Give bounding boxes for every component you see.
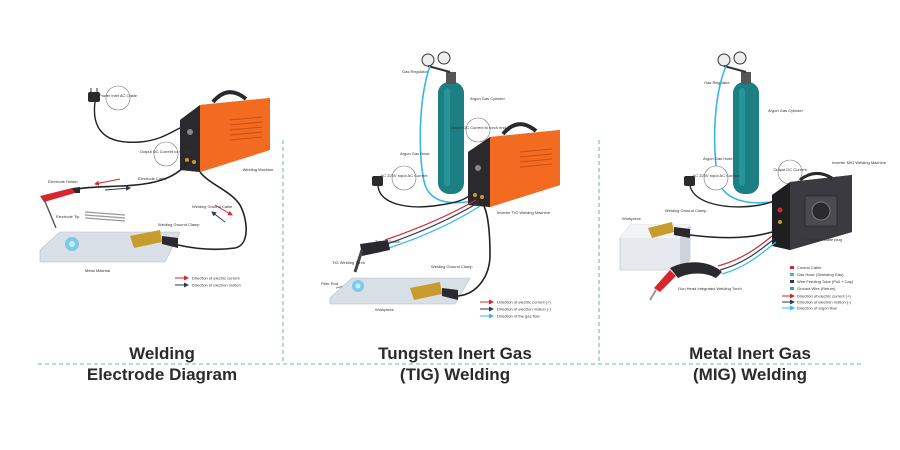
tig-power-cable [377,185,471,208]
panel-tig: Gas Regulator Argon Gas Cylinder Argon G… [321,51,560,319]
mig-workpiece-label: Workpiece [622,216,642,221]
tig-torch-cable-cyan [388,205,481,249]
mig-torch-cable-red [717,235,773,267]
tig-legend: Direction of electric current (+) Direct… [480,299,551,319]
mig-welding-machine [772,172,852,250]
caption-mig-line1: Metal Inert Gas [689,344,811,363]
mig-torch-cable-dark [719,238,775,271]
tig-legend-electron: Direction of electron motion (-) [497,307,551,312]
tig-torch-cable-dark [386,202,479,245]
mig-ground-clamp-label: Welding Ground Clamp [665,208,707,213]
mig-legend-argon: Direction of argon flow [797,306,837,311]
mig-regulator-label: Gas Regulator [704,80,730,85]
caption-tig-line1: Tungsten Inert Gas [378,344,532,363]
mig-legend-current: Direction of electric current (+) [797,294,851,299]
mig-machine-label: Inverter MIG Welding Machine [832,160,887,165]
panel-dividers [38,140,862,365]
tig-gas-hose-label: Argon Gas Hose [400,151,430,156]
ground-clamp [130,230,178,248]
electrode-cable [71,161,189,191]
legend-current: Direction of electric current [192,276,240,281]
mig-ground-clamp [648,222,690,238]
caption-tig-line2: (TIG) Welding [399,365,511,384]
caption-mig: Metal Inert Gas (MIG) Welding [620,343,880,385]
caption-stick-line2: Electrode Diagram [86,365,238,384]
tig-ground-clamp-label: Welding Ground Clamp [431,264,473,269]
stick-legend: Direction of electric current Direction … [175,275,241,288]
tig-dc-callout [465,117,491,143]
mig-gas-regulator [717,51,747,73]
panel-stick: Power Inlet AC Cable Welding Machine Out… [39,85,274,288]
workpiece-label: Metal Material [85,268,110,273]
tig-legend-current: Direction of electric current (+) [497,300,551,305]
mig-power-callout [703,165,729,191]
ground-cable [177,171,247,251]
electrode-holder-label: Electrode Holder [48,179,78,184]
tig-power-plug-icon [372,176,383,186]
caption-mig-line2: (MIG) Welding [693,365,807,384]
tig-ground-cable [457,205,491,297]
tig-power-label: AC 220V Input AC Current [381,173,429,178]
tig-legend-gas: Direction of the gas flow [497,314,540,319]
caption-stick-line1: Welding [129,344,195,363]
tig-torch-label: TIG Welding Torch [332,260,365,265]
ground-cable-label: Welding Ground Cable [192,204,233,209]
spare-electrode-rods [84,211,126,222]
dc-cable-label: Output DC Current to rod end [140,149,192,154]
ground-clamp-label: Welding Ground Clamp [158,222,200,227]
welding-machine-label: Welding Machine [243,167,274,172]
stick-welding-machine [180,90,270,172]
tig-machine-label: Inverter TIG Welding Machine [497,210,551,215]
tig-regulator-label: Gas Regulator [402,69,428,74]
caption-stick: Welding Electrode Diagram [32,343,292,385]
tig-workpiece-label: Workpiece [375,307,395,312]
mig-ground-cable [689,231,773,239]
mig-gas-hose-label: Argon Gas Hose [703,156,733,161]
mig-legend-ground: Ground Wire (Return) [797,286,836,291]
mig-torch-label: Gun Head Integrated Welding Torch [678,286,742,291]
tig-welding-machine [468,122,560,207]
mig-legend-electron: Direction of electron motion (-) [797,300,851,305]
tig-ground-clamp [410,282,458,300]
power-plug-label: Power Inlet AC Cable [99,93,138,98]
mig-dc-callout [777,159,803,185]
power-plug-icon [88,92,100,102]
tig-torch [353,240,390,273]
mig-legend-gas-hose: Gas Hose (Shielding Gas) [797,272,844,277]
electrode-holder [40,187,80,229]
tig-argon-cylinder [438,72,464,194]
legend-electron: Direction of electron motion [192,283,241,288]
power-plug-callout [105,85,131,111]
power-cable [93,101,189,143]
mig-euro-plug-label: Euro torch cable plug [804,237,842,242]
mig-legend: Control Cable Gas Hose (Shielding Gas) W… [782,265,854,311]
electrode-cable-label: Electrode Cable [138,176,167,181]
mig-legend-control: Control Cable [797,265,822,270]
mig-power-plug-icon [684,176,695,186]
dc-cable-callout [153,141,179,167]
tig-dc-label: Output DC Current to torch end [450,125,506,130]
mig-power-label: AC 220V Input AC Current [693,173,741,178]
mig-torch [649,262,722,301]
mig-dc-label: Output DC Current [773,167,807,172]
tig-gas-regulator [421,51,451,73]
tig-cylinder-label: Argon Gas Cylinder [470,96,506,101]
tig-filler-label: Filler Rod [321,281,338,286]
caption-tig: Tungsten Inert Gas (TIG) Welding [325,343,585,385]
mig-legend-wire: Wire Feeding Tube (Pull + Cap) [797,279,854,284]
tig-torch-cable-red [384,199,477,241]
mig-argon-cylinder [733,72,759,194]
mig-cylinder-label: Argon Gas Cylinder [768,108,804,113]
panel-mig: Gas Regulator Argon Gas Cylinder Argon G… [619,51,887,311]
electrode-tip-label: Electrode Tip [56,214,80,219]
tig-power-callout [391,165,417,191]
mig-torch-cable-cyan [721,241,777,275]
